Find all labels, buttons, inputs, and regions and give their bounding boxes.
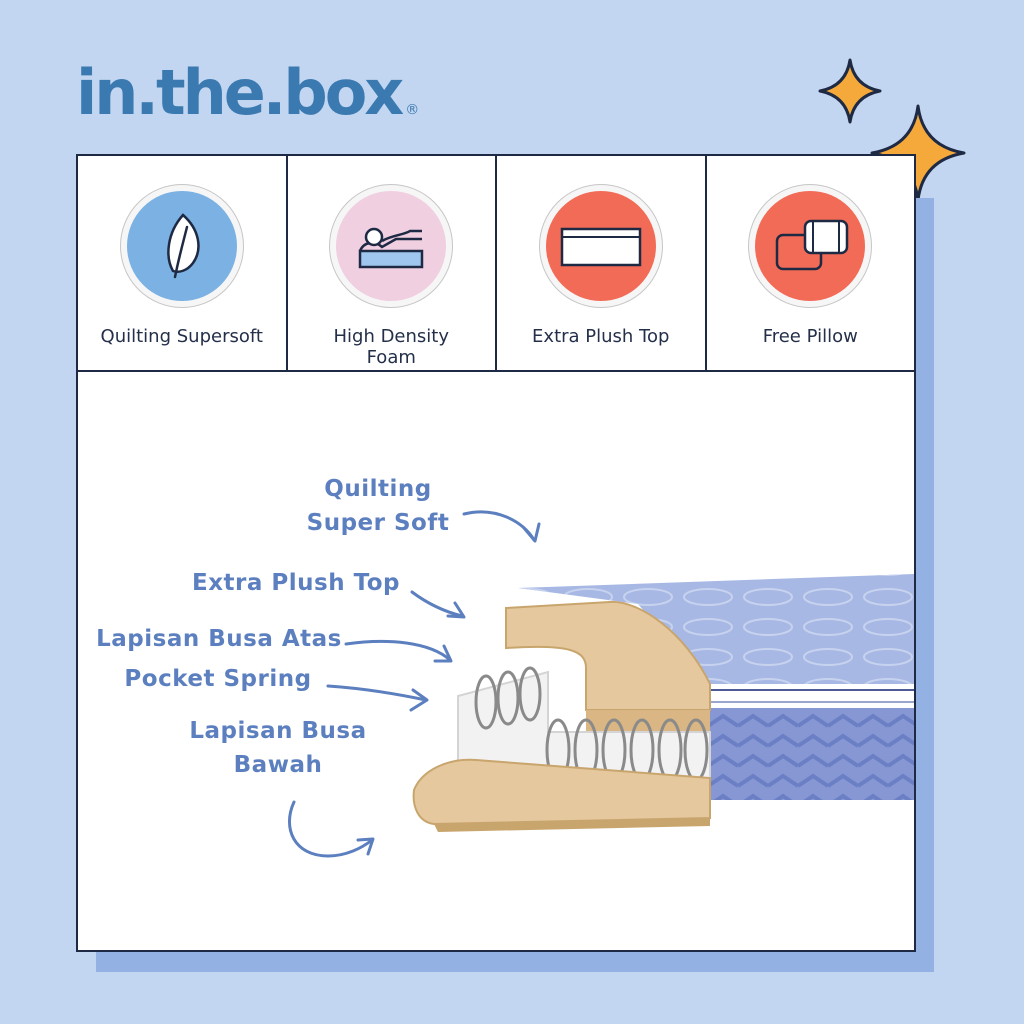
brand-logo: in.the.box® bbox=[76, 62, 419, 124]
feature-label: Free Pillow bbox=[762, 326, 858, 347]
feature-label: Quilting Supersoft bbox=[100, 326, 263, 347]
foam-icon bbox=[336, 191, 447, 301]
leaf-icon bbox=[126, 191, 237, 301]
label-plush-top: Extra Plush Top bbox=[192, 570, 400, 596]
feature-label: Extra Plush Top bbox=[532, 326, 670, 347]
pillow-icon bbox=[755, 191, 866, 301]
feature-label: High Density Foam bbox=[333, 326, 450, 368]
feature-ring bbox=[329, 184, 454, 308]
label-foam-bottom: Lapisan Busa Bawah bbox=[189, 718, 367, 778]
feature-pillow: Free Pillow bbox=[707, 156, 915, 370]
feature-foam: High Density Foam bbox=[288, 156, 497, 370]
feature-ring bbox=[748, 184, 873, 308]
plush-top-icon bbox=[545, 191, 656, 301]
label-quilting: Quilting Super Soft bbox=[306, 476, 450, 536]
mattress-diagram: Quilting Super Soft Extra Plush Top Lapi… bbox=[78, 372, 914, 952]
product-card: Quilting Supersoft High Density Foam bbox=[76, 154, 916, 952]
feature-row: Quilting Supersoft High Density Foam bbox=[78, 156, 914, 372]
label-foam-top: Lapisan Busa Atas bbox=[96, 626, 342, 652]
small-sparkle-icon bbox=[818, 58, 882, 124]
logo-text: in.the.box bbox=[76, 56, 404, 129]
registered-mark: ® bbox=[405, 102, 420, 118]
mattress-illustration bbox=[288, 510, 914, 858]
feature-quilting: Quilting Supersoft bbox=[78, 156, 288, 370]
feature-plush-top: Extra Plush Top bbox=[497, 156, 707, 370]
feature-ring bbox=[119, 184, 244, 308]
feature-ring bbox=[538, 184, 663, 308]
label-pocket-spring: Pocket Spring bbox=[124, 666, 312, 692]
